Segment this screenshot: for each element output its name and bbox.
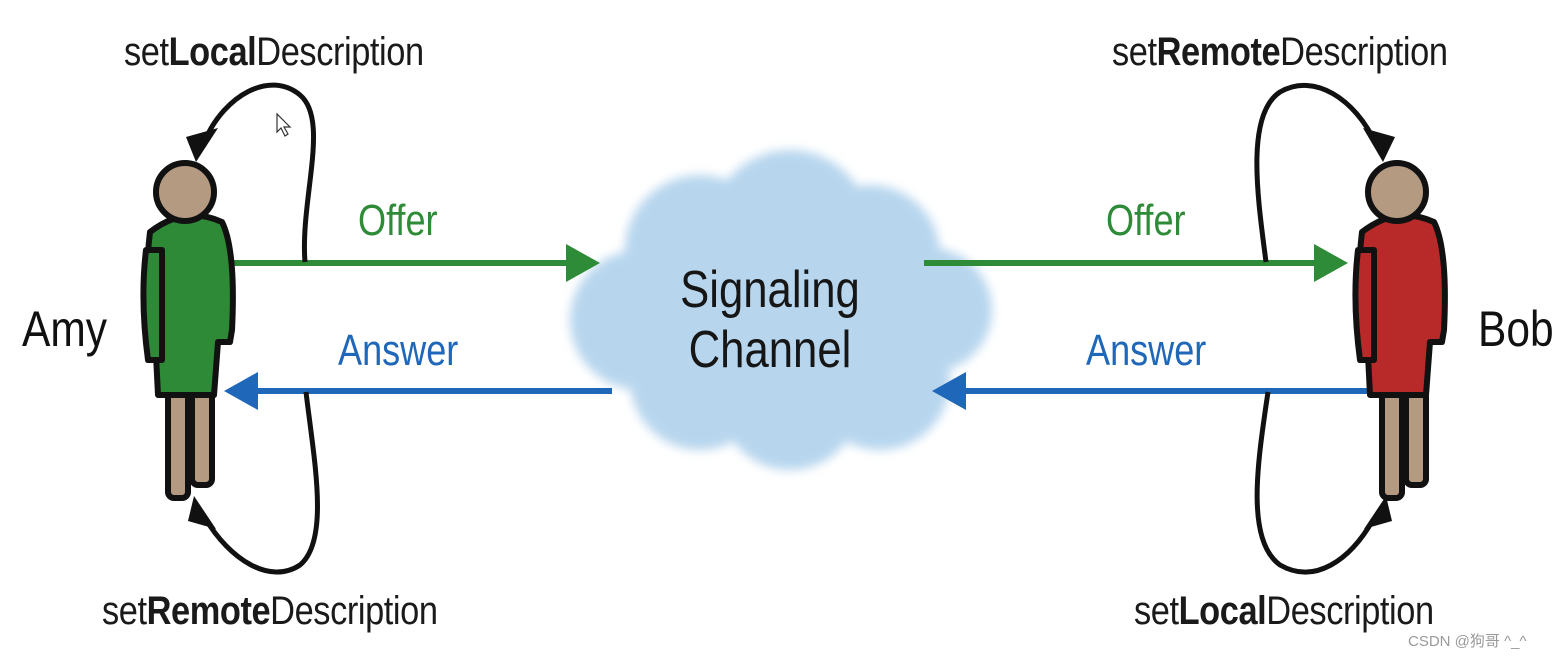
mouse-cursor-icon [276,112,292,137]
amy-figure [140,160,236,501]
left-offer-arrow [232,244,600,282]
right-answer-arrow [932,372,1368,410]
watermark: CSDN @狗哥 ^_^ [1408,633,1527,650]
bob-name-label: Bob [1478,301,1554,357]
left-answer-label: Answer [338,326,459,375]
right-answer-label: Answer [1086,326,1207,375]
right-offer-label: Offer [1106,196,1186,245]
signaling-channel-label: Signaling Channel [661,260,879,380]
signaling-channel-line1: Signaling [680,261,860,319]
amy-set-local-description-label: setLocalDescription [124,30,424,74]
signaling-channel-line2: Channel [688,321,852,379]
amy-top-loop-arrow [186,82,317,263]
amy-set-remote-description-label: setRemoteDescription [102,589,438,633]
signaling-cloud [570,150,992,470]
right-offer-arrow [924,244,1348,282]
bob-top-loop-arrow [1254,82,1395,263]
left-offer-label: Offer [358,196,438,245]
left-answer-arrow [224,372,612,410]
bob-figure [1352,160,1448,501]
amy-bottom-loop-arrow [188,391,320,575]
bob-set-remote-description-label: setRemoteDescription [1112,30,1448,74]
amy-name-label: Amy [22,301,107,357]
bob-bottom-loop-arrow [1254,391,1392,575]
bob-set-local-description-label: setLocalDescription [1134,589,1434,633]
